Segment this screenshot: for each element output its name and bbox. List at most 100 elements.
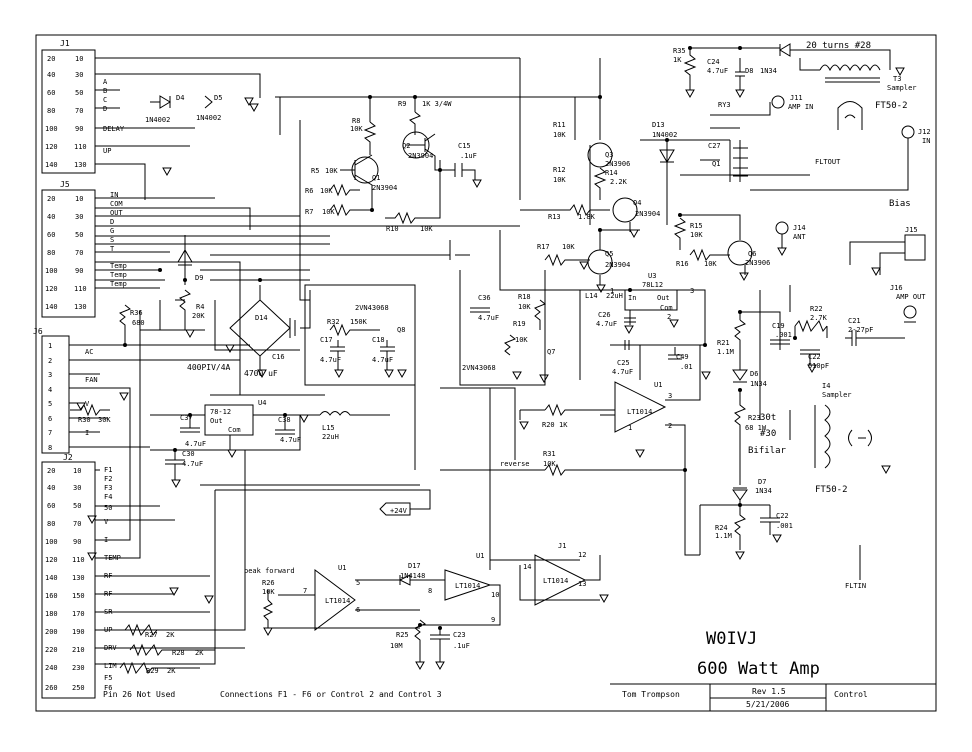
svg-text:5: 5 xyxy=(48,400,52,408)
svg-text:L15: L15 xyxy=(322,424,335,432)
svg-text:100: 100 xyxy=(45,267,58,275)
svg-text:OUT: OUT xyxy=(110,209,123,217)
svg-text:R12: R12 xyxy=(553,166,566,174)
svg-text:2: 2 xyxy=(48,357,52,365)
j1-a: A xyxy=(103,78,108,86)
svg-text:D4: D4 xyxy=(176,94,184,102)
svg-text:4.7uF: 4.7uF xyxy=(612,368,633,376)
svg-text:68 1W: 68 1W xyxy=(745,424,767,432)
svg-text:10: 10 xyxy=(75,195,83,203)
svg-text:F2: F2 xyxy=(104,475,112,483)
svg-text:S: S xyxy=(110,236,114,244)
svg-text:I: I xyxy=(85,429,89,437)
svg-text:J15: J15 xyxy=(905,226,918,234)
svg-text:1.1M: 1.1M xyxy=(717,348,734,356)
svg-text:3: 3 xyxy=(668,392,672,400)
svg-text:70: 70 xyxy=(75,249,83,257)
amp-out-j16: J16 AMP OUT xyxy=(890,284,926,323)
svg-text:140: 140 xyxy=(45,303,58,311)
svg-text:30K: 30K xyxy=(98,416,111,424)
svg-text:Sampler: Sampler xyxy=(822,391,852,399)
svg-text:1N34: 1N34 xyxy=(755,487,772,495)
j1-label: J1 xyxy=(60,39,70,48)
svg-text:D7: D7 xyxy=(758,478,766,486)
svg-text:1N4002: 1N4002 xyxy=(145,116,170,124)
svg-text:.1uF: .1uF xyxy=(460,152,477,160)
svg-text:3: 3 xyxy=(48,371,52,379)
svg-text:Sampler: Sampler xyxy=(887,84,917,92)
svg-text:22uH: 22uH xyxy=(322,433,339,441)
sheet-name: Control xyxy=(834,690,868,699)
svg-text:C16: C16 xyxy=(272,353,285,361)
svg-text:510pF: 510pF xyxy=(808,362,829,370)
svg-text:190: 190 xyxy=(72,628,85,636)
svg-text:Q4: Q4 xyxy=(633,199,641,207)
svg-text:4: 4 xyxy=(48,386,52,394)
connector-j1: J1 20 10 40 30 60 50 80 70 100 90 120 11… xyxy=(41,39,520,200)
svg-text:2K: 2K xyxy=(167,667,176,675)
j5-label: J5 xyxy=(60,180,70,189)
svg-text:C19: C19 xyxy=(772,322,785,330)
svg-text:C25: C25 xyxy=(617,359,630,367)
svg-text:Temp: Temp xyxy=(110,271,127,279)
svg-text:RY3: RY3 xyxy=(718,101,731,109)
svg-text:J12: J12 xyxy=(918,128,931,136)
svg-text:120: 120 xyxy=(45,285,58,293)
svg-text:20: 20 xyxy=(47,467,55,475)
svg-text:10M: 10M xyxy=(390,642,403,650)
svg-text:1N34: 1N34 xyxy=(750,380,767,388)
fltout-label: FLTOUT xyxy=(815,158,841,166)
svg-text:R35: R35 xyxy=(673,47,686,55)
svg-text:2VN43068: 2VN43068 xyxy=(355,304,389,312)
svg-text:50: 50 xyxy=(75,231,83,239)
svg-text:170: 170 xyxy=(72,610,85,618)
svg-text:F5: F5 xyxy=(104,674,112,682)
svg-text:C27: C27 xyxy=(708,142,721,150)
svg-text:J1: J1 xyxy=(558,542,566,550)
svg-text:4.7uF: 4.7uF xyxy=(707,67,728,75)
svg-text:J16: J16 xyxy=(890,284,903,292)
svg-text:R29: R29 xyxy=(146,667,159,675)
svg-text:AMP IN: AMP IN xyxy=(788,103,813,111)
svg-text:2-27pF: 2-27pF xyxy=(848,326,873,334)
svg-text:R36: R36 xyxy=(130,309,143,317)
svg-text:10: 10 xyxy=(491,591,499,599)
svg-text:.001: .001 xyxy=(776,522,793,530)
note-pin26: Pin 26 Not Used xyxy=(103,690,175,699)
svg-text:1K 3/4W: 1K 3/4W xyxy=(422,100,452,108)
svg-text:C18: C18 xyxy=(372,336,385,344)
svg-text:150: 150 xyxy=(72,592,85,600)
svg-text:D14: D14 xyxy=(255,314,268,322)
svg-text:2.7K: 2.7K xyxy=(810,314,828,322)
q8-block: 2VN43068 Q8 R32 150K C17 4.7uF C18 4.7uF xyxy=(304,284,416,386)
svg-text:Bifilar: Bifilar xyxy=(748,446,787,456)
svg-text:9: 9 xyxy=(491,616,495,624)
svg-text:180: 180 xyxy=(45,610,58,618)
j1-delay: DELAY xyxy=(103,125,125,133)
svg-text:3: 3 xyxy=(690,287,694,295)
svg-text:C15: C15 xyxy=(458,142,471,150)
svg-text:Temp: Temp xyxy=(110,262,127,270)
svg-text:C36: C36 xyxy=(478,294,491,302)
svg-text:2N3904: 2N3904 xyxy=(408,152,433,160)
svg-text:10K: 10K xyxy=(262,588,275,596)
j1-pin-30: 30 xyxy=(75,71,83,79)
svg-text:V: V xyxy=(104,518,109,526)
svg-text:2VN43068: 2VN43068 xyxy=(462,364,496,372)
svg-text:Temp: Temp xyxy=(110,280,127,288)
svg-text:400PIV/4A: 400PIV/4A xyxy=(187,363,231,372)
svg-text:FAN: FAN xyxy=(85,376,98,384)
j1-pin-10: 10 xyxy=(75,55,83,63)
svg-text:Q8: Q8 xyxy=(397,326,405,334)
drawing-title: 600 Watt Amp xyxy=(697,659,820,679)
svg-text:4700 uF: 4700 uF xyxy=(244,369,278,378)
j1-pin-40: 40 xyxy=(47,71,55,79)
svg-text:C22: C22 xyxy=(776,512,789,520)
svg-text:8: 8 xyxy=(428,587,432,595)
svg-text:R23: R23 xyxy=(748,414,761,422)
svg-text:10K: 10K xyxy=(515,336,528,344)
sheet-border xyxy=(35,34,937,712)
svg-text:2K: 2K xyxy=(166,631,175,639)
svg-text:10K: 10K xyxy=(553,176,566,184)
